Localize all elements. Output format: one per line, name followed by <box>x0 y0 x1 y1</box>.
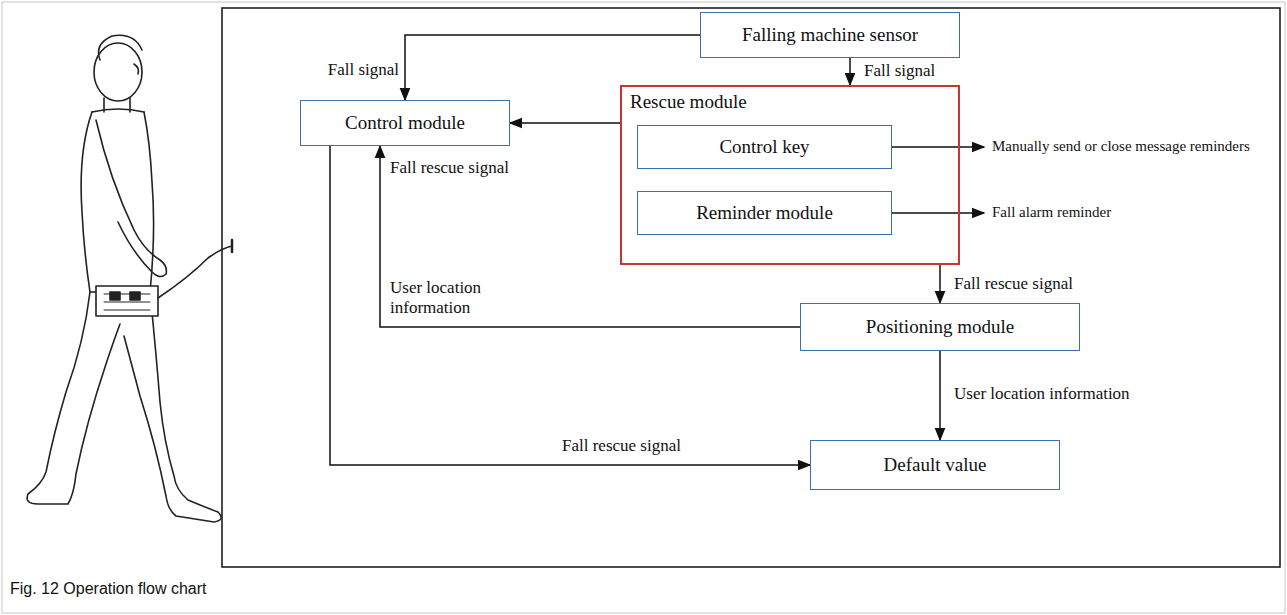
process-box: Default value <box>810 440 1060 490</box>
signal-label: Fall signal <box>270 60 401 80</box>
signal-label: Fall signal <box>862 61 1026 81</box>
frame <box>222 8 1280 567</box>
box-label: Reminder module <box>696 202 833 225</box>
callout-text: Manually send or close message reminders <box>990 137 1252 155</box>
flow-arrow <box>939 265 941 303</box>
leader-arrow <box>892 146 984 148</box>
group-box: Rescue moduleControl keyReminder module <box>620 85 960 265</box>
box-label: Control module <box>345 112 465 135</box>
signal-label: Fall rescue signal <box>388 158 511 178</box>
flow-arrow <box>939 351 941 440</box>
leader-arrow <box>892 212 984 214</box>
flow-arrow <box>380 146 800 327</box>
process-box: Control module <box>300 100 510 146</box>
signal-label: User location information <box>952 384 1196 404</box>
process-box: Control key <box>637 125 892 169</box>
box-label: Positioning module <box>866 316 1014 339</box>
flow-arrow <box>510 122 620 124</box>
box-label: Falling machine sensor <box>742 24 918 47</box>
box-label: Default value <box>884 454 987 477</box>
group-heading: Rescue module <box>630 91 747 114</box>
callout-text: Fall alarm reminder <box>990 203 1113 221</box>
process-box: Positioning module <box>800 303 1080 351</box>
sensor-box: Falling machine sensor <box>700 12 960 58</box>
signal-label: Fall rescue signal <box>560 436 734 456</box>
box-label: Control key <box>719 136 809 159</box>
process-box: Reminder module <box>637 191 892 235</box>
figure-caption: Fig. 12 Operation flow chart <box>10 580 207 598</box>
flow-arrow <box>405 35 700 100</box>
signal-label: Fall rescue signal <box>952 274 1136 294</box>
signal-label: User location information <box>388 278 532 319</box>
flow-arrow <box>849 58 851 85</box>
person-figure <box>27 35 232 522</box>
